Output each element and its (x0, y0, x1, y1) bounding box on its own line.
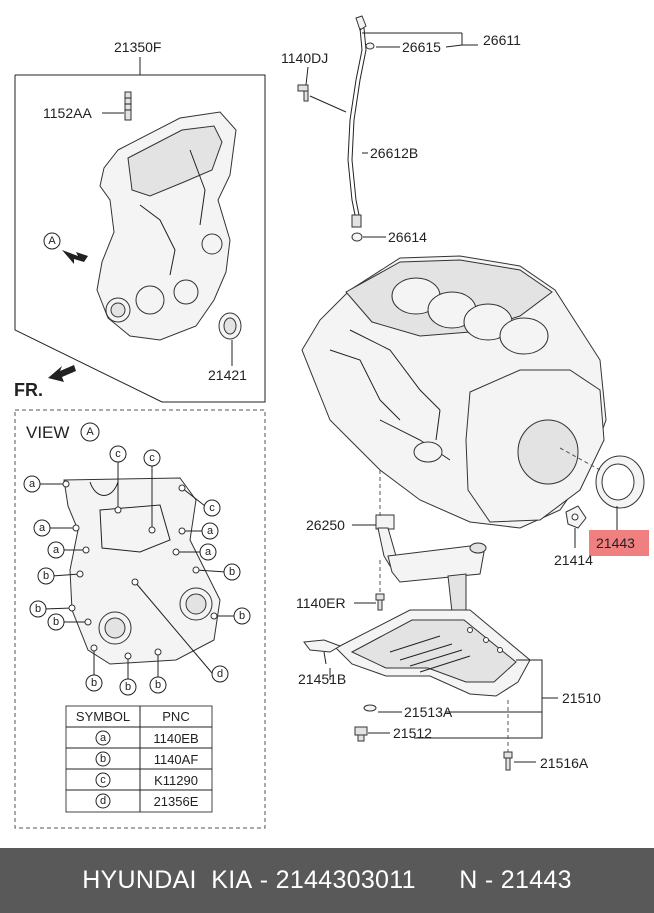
footer-n-label: N (459, 866, 478, 894)
sealant-21451B (303, 639, 342, 665)
svg-text:d: d (217, 668, 223, 680)
view-a-letter: A (86, 426, 94, 438)
oring-26615 (365, 42, 375, 50)
symbol-a-5: a (199, 543, 217, 561)
label-1140DJ: 1140DJ (281, 50, 328, 66)
label-26614: 26614 (388, 229, 427, 245)
label-26615: 26615 (402, 39, 441, 55)
table-header-pnc: PNC (162, 709, 189, 724)
footer-brand: HYUNDAI KIA (82, 866, 253, 894)
timing-cover-panel: 21350F 1152AA A (14, 39, 266, 403)
label-26250: 26250 (306, 517, 345, 533)
svg-text:c: c (149, 452, 155, 464)
table-symbol-d: d (100, 795, 106, 807)
dipstick-assembly: 26611 26615 1140DJ 26612B 26614 (281, 15, 521, 245)
oring-26614 (351, 232, 363, 242)
symbol-b-1: b (37, 567, 55, 585)
rear-oil-seal-21443 (595, 455, 645, 509)
table-header-symbol: SYMBOL (76, 709, 130, 724)
symbol-c-3: c (203, 499, 221, 517)
label-21510: 21510 (562, 690, 601, 706)
highlight-21443: 21443 (589, 530, 649, 556)
svg-text:b: b (125, 681, 131, 693)
bolt-dots (62, 480, 218, 660)
table-symbol-a: a (100, 732, 107, 744)
svg-text:b: b (239, 610, 245, 622)
table-pnc-b: 1140AF (154, 752, 199, 767)
svg-text:b: b (43, 570, 49, 582)
drain-plug-21512 (354, 726, 368, 742)
table-pnc-a: 1140EB (153, 731, 198, 746)
symbol-a-2: a (33, 519, 51, 537)
svg-text:A: A (48, 235, 56, 247)
symbol-a-4: a (47, 541, 65, 559)
symbol-b-4: b (233, 607, 251, 625)
part-21414 (565, 505, 587, 529)
view-a-arrow: A (43, 232, 88, 264)
front-label: FR. (14, 380, 43, 400)
svg-text:b: b (53, 616, 59, 628)
svg-text:a: a (205, 546, 212, 558)
symbol-b-2: b (223, 563, 241, 581)
svg-text:a: a (53, 544, 60, 556)
oil-pan-21510 (335, 609, 531, 697)
symbol-c-2: c (143, 449, 161, 467)
front-arrow: FR. (14, 365, 76, 400)
symbol-d-1: d (211, 665, 229, 683)
svg-text:a: a (29, 478, 36, 490)
symbol-b-5: b (47, 613, 65, 631)
label-21443: 21443 (596, 535, 635, 551)
label-21421: 21421 (208, 367, 247, 383)
footer-part-number: 2144303011 (275, 866, 416, 894)
table-pnc-c: K11290 (154, 773, 198, 788)
bolt-1152AA (124, 91, 132, 121)
svg-text:b: b (229, 566, 235, 578)
oil-strainer-26250 (375, 514, 487, 613)
svg-text:b: b (155, 679, 161, 691)
label-21516A: 21516A (540, 755, 589, 771)
label-26611: 26611 (483, 32, 521, 48)
label-21513A: 21513A (404, 704, 453, 720)
engine-block (301, 255, 607, 529)
symbol-a-1: a (23, 475, 41, 493)
label-21512: 21512 (393, 725, 432, 741)
footer-banner: HYUNDAI KIA - 2144303011 N - 21443 (0, 848, 654, 913)
label-21350F: 21350F (114, 39, 161, 55)
view-a-leaders (40, 462, 236, 680)
svg-text:a: a (207, 525, 214, 537)
parts-diagram: 21350F 1152AA A (14, 15, 649, 829)
svg-text:b: b (35, 603, 41, 615)
footer-n-value: 21443 (500, 866, 572, 894)
svg-text:b: b (91, 677, 97, 689)
table-symbol-b: b (100, 753, 106, 765)
table-symbol-c: c (100, 774, 106, 786)
symbol-b-7: b (119, 678, 137, 696)
bolt-1140DJ (297, 84, 309, 102)
label-1140ER: 1140ER (296, 595, 346, 611)
svg-text:c: c (209, 502, 215, 514)
label-21451B: 21451B (298, 671, 346, 687)
symbol-b-6: b (85, 674, 103, 692)
view-a-title: VIEW (26, 423, 69, 442)
symbol-c-1: c (109, 445, 127, 463)
bolt-21516A (503, 751, 513, 771)
svg-text:a: a (39, 522, 46, 534)
washer-21513A (363, 704, 377, 712)
symbol-b-3: b (29, 600, 47, 618)
timing-cover (96, 111, 237, 341)
table-pnc-d: 21356E (154, 794, 199, 809)
svg-text:c: c (115, 448, 121, 460)
view-a-panel: VIEW A (14, 409, 266, 829)
label-21414: 21414 (554, 552, 593, 568)
label-1152AA: 1152AA (43, 105, 92, 121)
oil-seal-21421 (218, 312, 242, 340)
symbol-a-3: a (201, 522, 219, 540)
bolt-1140ER (375, 593, 385, 611)
symbol-b-8: b (149, 676, 167, 694)
symbol-pnc-table: SYMBOL PNC a 1140EB b 1140AF c K11290 d … (65, 705, 213, 813)
label-26612B: 26612B (370, 145, 418, 161)
